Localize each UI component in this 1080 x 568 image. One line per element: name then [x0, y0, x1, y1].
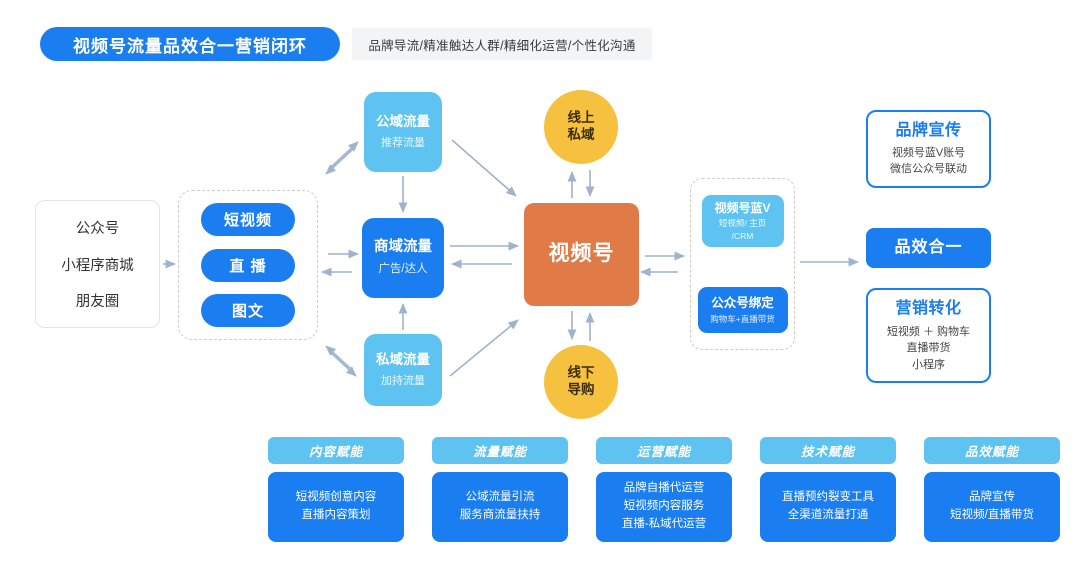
- enablement-traffic-item-2: 服务商流量扶持: [459, 509, 541, 521]
- page-subtitle: 品牌导流/精准触达人群/精细化运营/个性化沟通: [352, 28, 652, 60]
- source-line-2: 小程序商城: [61, 257, 134, 274]
- outcome-brand-details: 视频号蓝V账号 微信公众号联动: [890, 146, 967, 178]
- private-traffic-title: 私域流量: [376, 352, 430, 368]
- node-blue-v-account[interactable]: 视频号蓝V 短视频/ 主页 /CRM: [701, 195, 784, 247]
- enablement-operations-item-1: 品牌自播代运营: [623, 482, 705, 495]
- binding-subtitle: 购物车+直播带货: [710, 313, 775, 324]
- business-traffic-title: 商域流量: [374, 239, 432, 256]
- business-traffic-subtitle: 广告/达人: [378, 263, 428, 276]
- content-format-group: 短视频 直 播 图文: [178, 190, 318, 340]
- outcome-conversion-detail-2: 直播带货: [906, 342, 951, 355]
- outcome-conversion-detail-3: 小程序: [912, 358, 945, 371]
- enablement-brand-effect-item-2: 短视频/直播带货: [950, 509, 1034, 521]
- private-traffic-subtitle: 加持流量: [381, 374, 425, 387]
- enablement-brand-effect-item-1: 品牌宣传: [969, 491, 1015, 504]
- blue-v-title: 视频号蓝V: [714, 201, 771, 216]
- node-video-account-hub[interactable]: 视频号: [524, 203, 639, 306]
- blue-v-sub-line-1: 短视频/ 主页: [718, 218, 767, 229]
- outcome-brand-title: 品牌宣传: [895, 122, 962, 140]
- account-setup-group: 视频号蓝V 短视频/ 主页 /CRM 公众号绑定 购物车+直播带货: [690, 178, 795, 350]
- enablement-column-traffic: 流量赋能 公域流量引流 服务商流量扶持: [432, 437, 568, 547]
- outcome-conversion-details: 短视频 ＋ 购物车 直播带货 小程序: [887, 324, 970, 374]
- offline-circle-line-1: 线下: [567, 365, 595, 381]
- enablement-column-content: 内容赋能 短视频创意内容 直播内容策划: [268, 437, 404, 547]
- node-public-traffic[interactable]: 公域流量 推荐流量: [364, 92, 442, 172]
- node-online-private-domain[interactable]: 线上 私域: [544, 90, 618, 164]
- enablement-traffic-item-1: 公域流量引流: [465, 491, 535, 504]
- source-line-1: 公众号: [75, 220, 120, 237]
- enablement-technology-item-1: 直播预约裂变工具: [782, 491, 874, 504]
- outcome-conversion-title: 营销转化: [895, 299, 962, 317]
- outcome-conversion-detail-1: 短视频 ＋ 购物车: [886, 325, 971, 338]
- enablement-technology-item-2: 全渠道流量打通: [787, 509, 869, 521]
- enablement-body-operations[interactable]: 品牌自播代运营 短视频内容服务 直播-私域代运营: [596, 472, 732, 542]
- enablement-body-content[interactable]: 短视频创意内容 直播内容策划: [268, 472, 404, 542]
- enablement-header-technology[interactable]: 技术赋能: [760, 437, 896, 464]
- online-circle-line-1: 线上: [567, 110, 595, 126]
- node-business-traffic[interactable]: 商域流量 广告/达人: [362, 218, 444, 298]
- node-offline-guide[interactable]: 线下 导购: [544, 345, 618, 419]
- format-button-short-video[interactable]: 短视频: [201, 203, 295, 237]
- format-button-article[interactable]: 图文: [201, 293, 295, 327]
- blue-v-sub-line-2: /CRM: [731, 231, 754, 242]
- online-circle-line-2: 私域: [567, 127, 595, 142]
- offline-circle-line-2: 导购: [567, 382, 595, 397]
- outcome-card-brand[interactable]: 品牌宣传 视频号蓝V账号 微信公众号联动: [866, 110, 991, 188]
- source-line-3: 朋友圈: [75, 294, 120, 311]
- enablement-content-item-2: 直播内容策划: [301, 509, 371, 521]
- enablement-column-brand-effect: 品效赋能 品牌宣传 短视频/直播带货: [924, 437, 1060, 547]
- enablement-body-technology[interactable]: 直播预约裂变工具 全渠道流量打通: [760, 472, 896, 542]
- enablement-header-brand-effect[interactable]: 品效赋能: [924, 437, 1060, 464]
- enablement-row: 内容赋能 短视频创意内容 直播内容策划 流量赋能 公域流量引流 服务商流量扶持 …: [268, 437, 1060, 547]
- enablement-column-technology: 技术赋能 直播预约裂变工具 全渠道流量打通: [760, 437, 896, 547]
- enablement-body-brand-effect[interactable]: 品牌宣传 短视频/直播带货: [924, 472, 1060, 542]
- node-private-traffic[interactable]: 私域流量 加持流量: [364, 334, 442, 406]
- enablement-body-traffic[interactable]: 公域流量引流 服务商流量扶持: [432, 472, 568, 542]
- binding-title: 公众号绑定: [711, 295, 774, 310]
- enablement-column-operations: 运营赋能 品牌自播代运营 短视频内容服务 直播-私域代运营: [596, 437, 732, 547]
- hub-title: 视频号: [548, 242, 615, 266]
- source-channels-card: 公众号 小程序商城 朋友圈: [35, 200, 160, 328]
- enablement-header-traffic[interactable]: 流量赋能: [432, 437, 568, 464]
- outcome-card-conversion[interactable]: 营销转化 短视频 ＋ 购物车 直播带货 小程序: [866, 288, 991, 383]
- page-title: 视频号流量品效合一营销闭环: [40, 27, 340, 61]
- enablement-content-item-1: 短视频创意内容: [295, 491, 377, 504]
- node-official-account-binding[interactable]: 公众号绑定 购物车+直播带货: [697, 287, 788, 333]
- public-traffic-title: 公域流量: [376, 114, 430, 130]
- outcome-combined-title: 品效合一: [894, 239, 963, 257]
- outcome-brand-detail-2: 微信公众号联动: [890, 162, 967, 175]
- enablement-operations-item-2: 短视频内容服务: [623, 500, 705, 513]
- outcome-brand-detail-1: 视频号蓝V账号: [891, 146, 966, 159]
- public-traffic-subtitle: 推荐流量: [381, 136, 425, 149]
- format-button-live[interactable]: 直 播: [201, 248, 295, 282]
- enablement-header-content[interactable]: 内容赋能: [268, 437, 404, 464]
- enablement-header-operations[interactable]: 运营赋能: [596, 437, 732, 464]
- outcome-card-combined[interactable]: 品效合一: [866, 228, 991, 268]
- enablement-operations-item-3: 直播-私域代运营: [621, 517, 707, 530]
